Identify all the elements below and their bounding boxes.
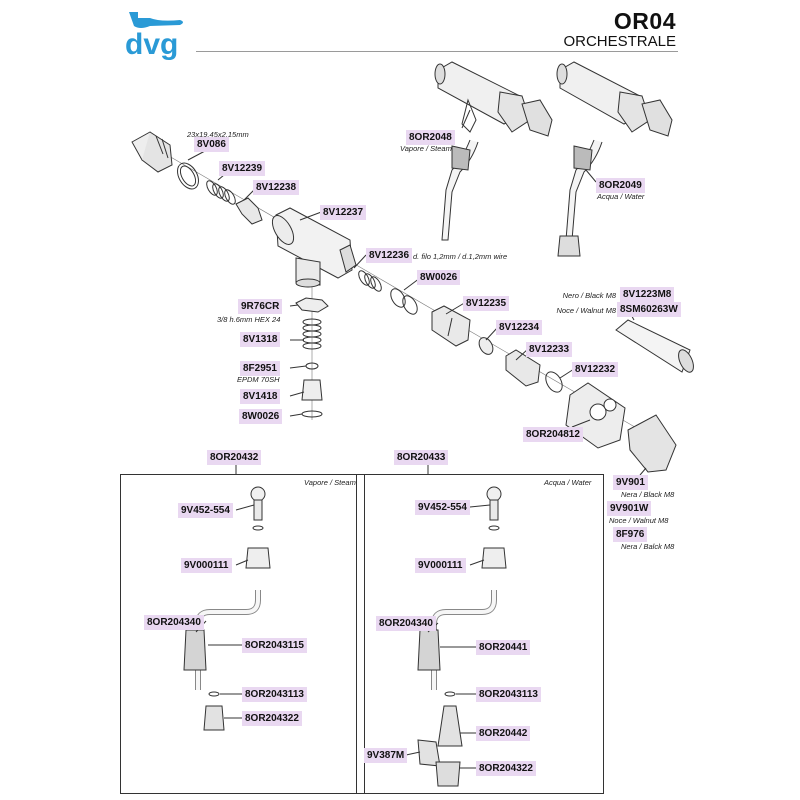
part-label-8V12237: 8V12237 bbox=[320, 205, 367, 220]
part-label-8OR2049: 8OR2049 bbox=[596, 178, 645, 193]
part-label-8F2951: 8F2951 bbox=[240, 361, 280, 376]
part-label-8V12238: 8V12238 bbox=[253, 180, 300, 195]
spring-8V1318 bbox=[302, 318, 322, 350]
steam-label-8OR2043115: 8OR2043115 bbox=[242, 638, 307, 653]
note-hex: 3/8 h.6mm HEX 24 bbox=[217, 315, 281, 324]
note-wire: d. filo 1,2mm / d.1,2mm wire bbox=[413, 252, 508, 261]
part-label-8V12233: 8V12233 bbox=[526, 342, 573, 357]
dvg-logo-icon: dvg bbox=[125, 12, 183, 61]
part-label-8V1318: 8V1318 bbox=[240, 332, 281, 347]
spring-8V12236 bbox=[358, 270, 382, 292]
water-label-9V387M: 9V387M bbox=[364, 748, 408, 763]
note-epdm: EPDM 70SH bbox=[237, 375, 280, 384]
kit-label-8OR20432: 8OR20432 bbox=[207, 450, 262, 465]
water-label-8OR20441: 8OR20441 bbox=[476, 640, 531, 655]
steam-label-8OR204322: 8OR204322 bbox=[242, 711, 302, 726]
part-label-9V901: 9V901 bbox=[613, 475, 648, 490]
part-label-8V1223M8: 8V1223M8 bbox=[620, 287, 675, 302]
part-label-8V1418: 8V1418 bbox=[240, 389, 281, 404]
water-label-9V452-554: 9V452-554 bbox=[415, 500, 470, 515]
part-label-9R76CR: 9R76CR bbox=[238, 299, 283, 314]
steam-label-9V000111: 9V000111 bbox=[181, 558, 232, 573]
water-kit-box bbox=[356, 474, 604, 794]
header-divider bbox=[196, 51, 678, 52]
steam-kit-box bbox=[120, 474, 365, 794]
note-8F976: Nera / Balck M8 bbox=[621, 542, 675, 551]
water-label-9V000111: 9V000111 bbox=[415, 558, 466, 573]
note-9V901W: Noce / Walnut M8 bbox=[609, 516, 669, 525]
water-kit-drawing bbox=[417, 486, 507, 787]
note-black: Nero / Black M8 bbox=[562, 291, 616, 300]
spring-8V12239 bbox=[206, 180, 236, 205]
steam-kit-title: Vapore / Steam bbox=[304, 478, 356, 487]
steam-label-9V452-554: 9V452-554 bbox=[178, 503, 233, 518]
note-water: Acqua / Water bbox=[597, 192, 645, 201]
kit-label-8OR20433: 8OR20433 bbox=[394, 450, 449, 465]
part-label-9V901W: 9V901W bbox=[607, 501, 652, 516]
steam-valve-assembly-8OR2048 bbox=[434, 61, 553, 241]
fitting-8V086 bbox=[131, 131, 173, 173]
part-label-8V12232: 8V12232 bbox=[572, 362, 619, 377]
part-label-8V12236: 8V12236 bbox=[366, 248, 413, 263]
valve-body-8V12237 bbox=[271, 207, 357, 288]
water-label-8OR204340: 8OR204340 bbox=[376, 616, 436, 631]
note-steam: Vapore / Steam bbox=[400, 144, 452, 153]
part-label-8V12234: 8V12234 bbox=[496, 320, 543, 335]
part-label-8V12235: 8V12235 bbox=[463, 296, 510, 311]
note-walnut: Noce / Walnut M8 bbox=[556, 306, 616, 315]
model-name: ORCHESTRALE bbox=[563, 33, 676, 50]
part-label-8W0026-a: 8W0026 bbox=[417, 270, 461, 285]
water-kit-title: Acqua / Water bbox=[544, 478, 592, 487]
handle-8V1223M8 bbox=[615, 319, 694, 373]
steam-label-8OR2043113: 8OR2043113 bbox=[242, 687, 307, 702]
water-label-8OR2043113: 8OR2043113 bbox=[476, 687, 541, 702]
part-label-8OR204812: 8OR204812 bbox=[523, 427, 583, 442]
svg-text:dvg: dvg bbox=[125, 28, 178, 61]
part-label-8F976: 8F976 bbox=[613, 527, 648, 542]
note-dimensions: 23x19,45x2,15mm bbox=[187, 130, 249, 139]
part-label-8OR2048: 8OR2048 bbox=[406, 130, 455, 145]
part-label-8W0026-b: 8W0026 bbox=[239, 409, 283, 424]
note-9V901: Nera / Black M8 bbox=[621, 490, 675, 499]
lever-9V901 bbox=[627, 414, 677, 473]
part-label-8SM60263W: 8SM60263W bbox=[617, 302, 681, 317]
model-code: OR04 bbox=[613, 8, 676, 34]
part-label-8V086: 8V086 bbox=[194, 137, 229, 152]
steam-label-8OR204340: 8OR204340 bbox=[144, 615, 204, 630]
water-label-8OR204322: 8OR204322 bbox=[476, 761, 536, 776]
water-label-8OR20442: 8OR20442 bbox=[476, 726, 531, 741]
part-label-8V12239: 8V12239 bbox=[219, 161, 266, 176]
water-valve-assembly-8OR2049 bbox=[556, 61, 673, 257]
